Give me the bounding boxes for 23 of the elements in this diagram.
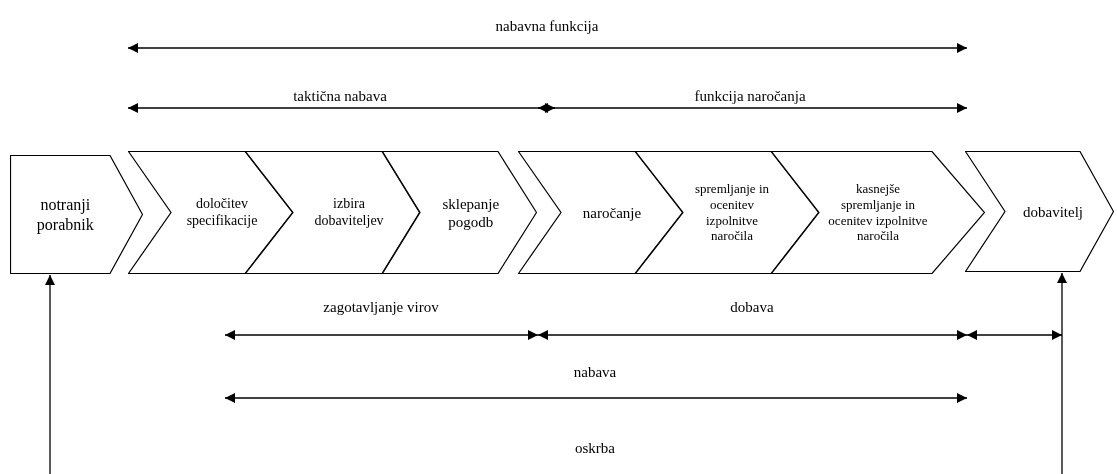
span-label: funkcija naročanja <box>694 88 806 105</box>
process-pentagon <box>10 155 143 274</box>
span-label: oskrba <box>575 440 615 457</box>
arrow <box>45 274 55 474</box>
span-label: nabavna funkcija <box>495 18 599 35</box>
process-step-box <box>771 151 985 274</box>
step-label: naročanje <box>582 203 642 222</box>
step-label: kasnejše spremljanje in ocenitev izpolnitve naročila <box>827 181 929 244</box>
process-step-box <box>382 151 537 274</box>
span-label: zagotavljanje virov <box>323 299 439 316</box>
span-label: taktična nabava <box>293 88 387 105</box>
process-step-box <box>128 151 293 274</box>
span-label: nabava <box>573 364 617 381</box>
step-label: dobavitelj <box>1023 202 1083 221</box>
step-label: sklepanje pogodb <box>441 194 501 231</box>
step-label: spremljanje in ocenitev izpolnitve naročila <box>694 181 770 244</box>
span-label: dobava <box>730 299 774 316</box>
step-label: notranji porabnik <box>35 195 95 234</box>
step-label: določitev specifikacije <box>185 195 259 230</box>
process-step-box <box>965 151 1114 272</box>
step-label: izbira dobaviteljev <box>313 195 385 230</box>
arrow <box>1057 272 1067 474</box>
process-step-box <box>518 151 683 274</box>
